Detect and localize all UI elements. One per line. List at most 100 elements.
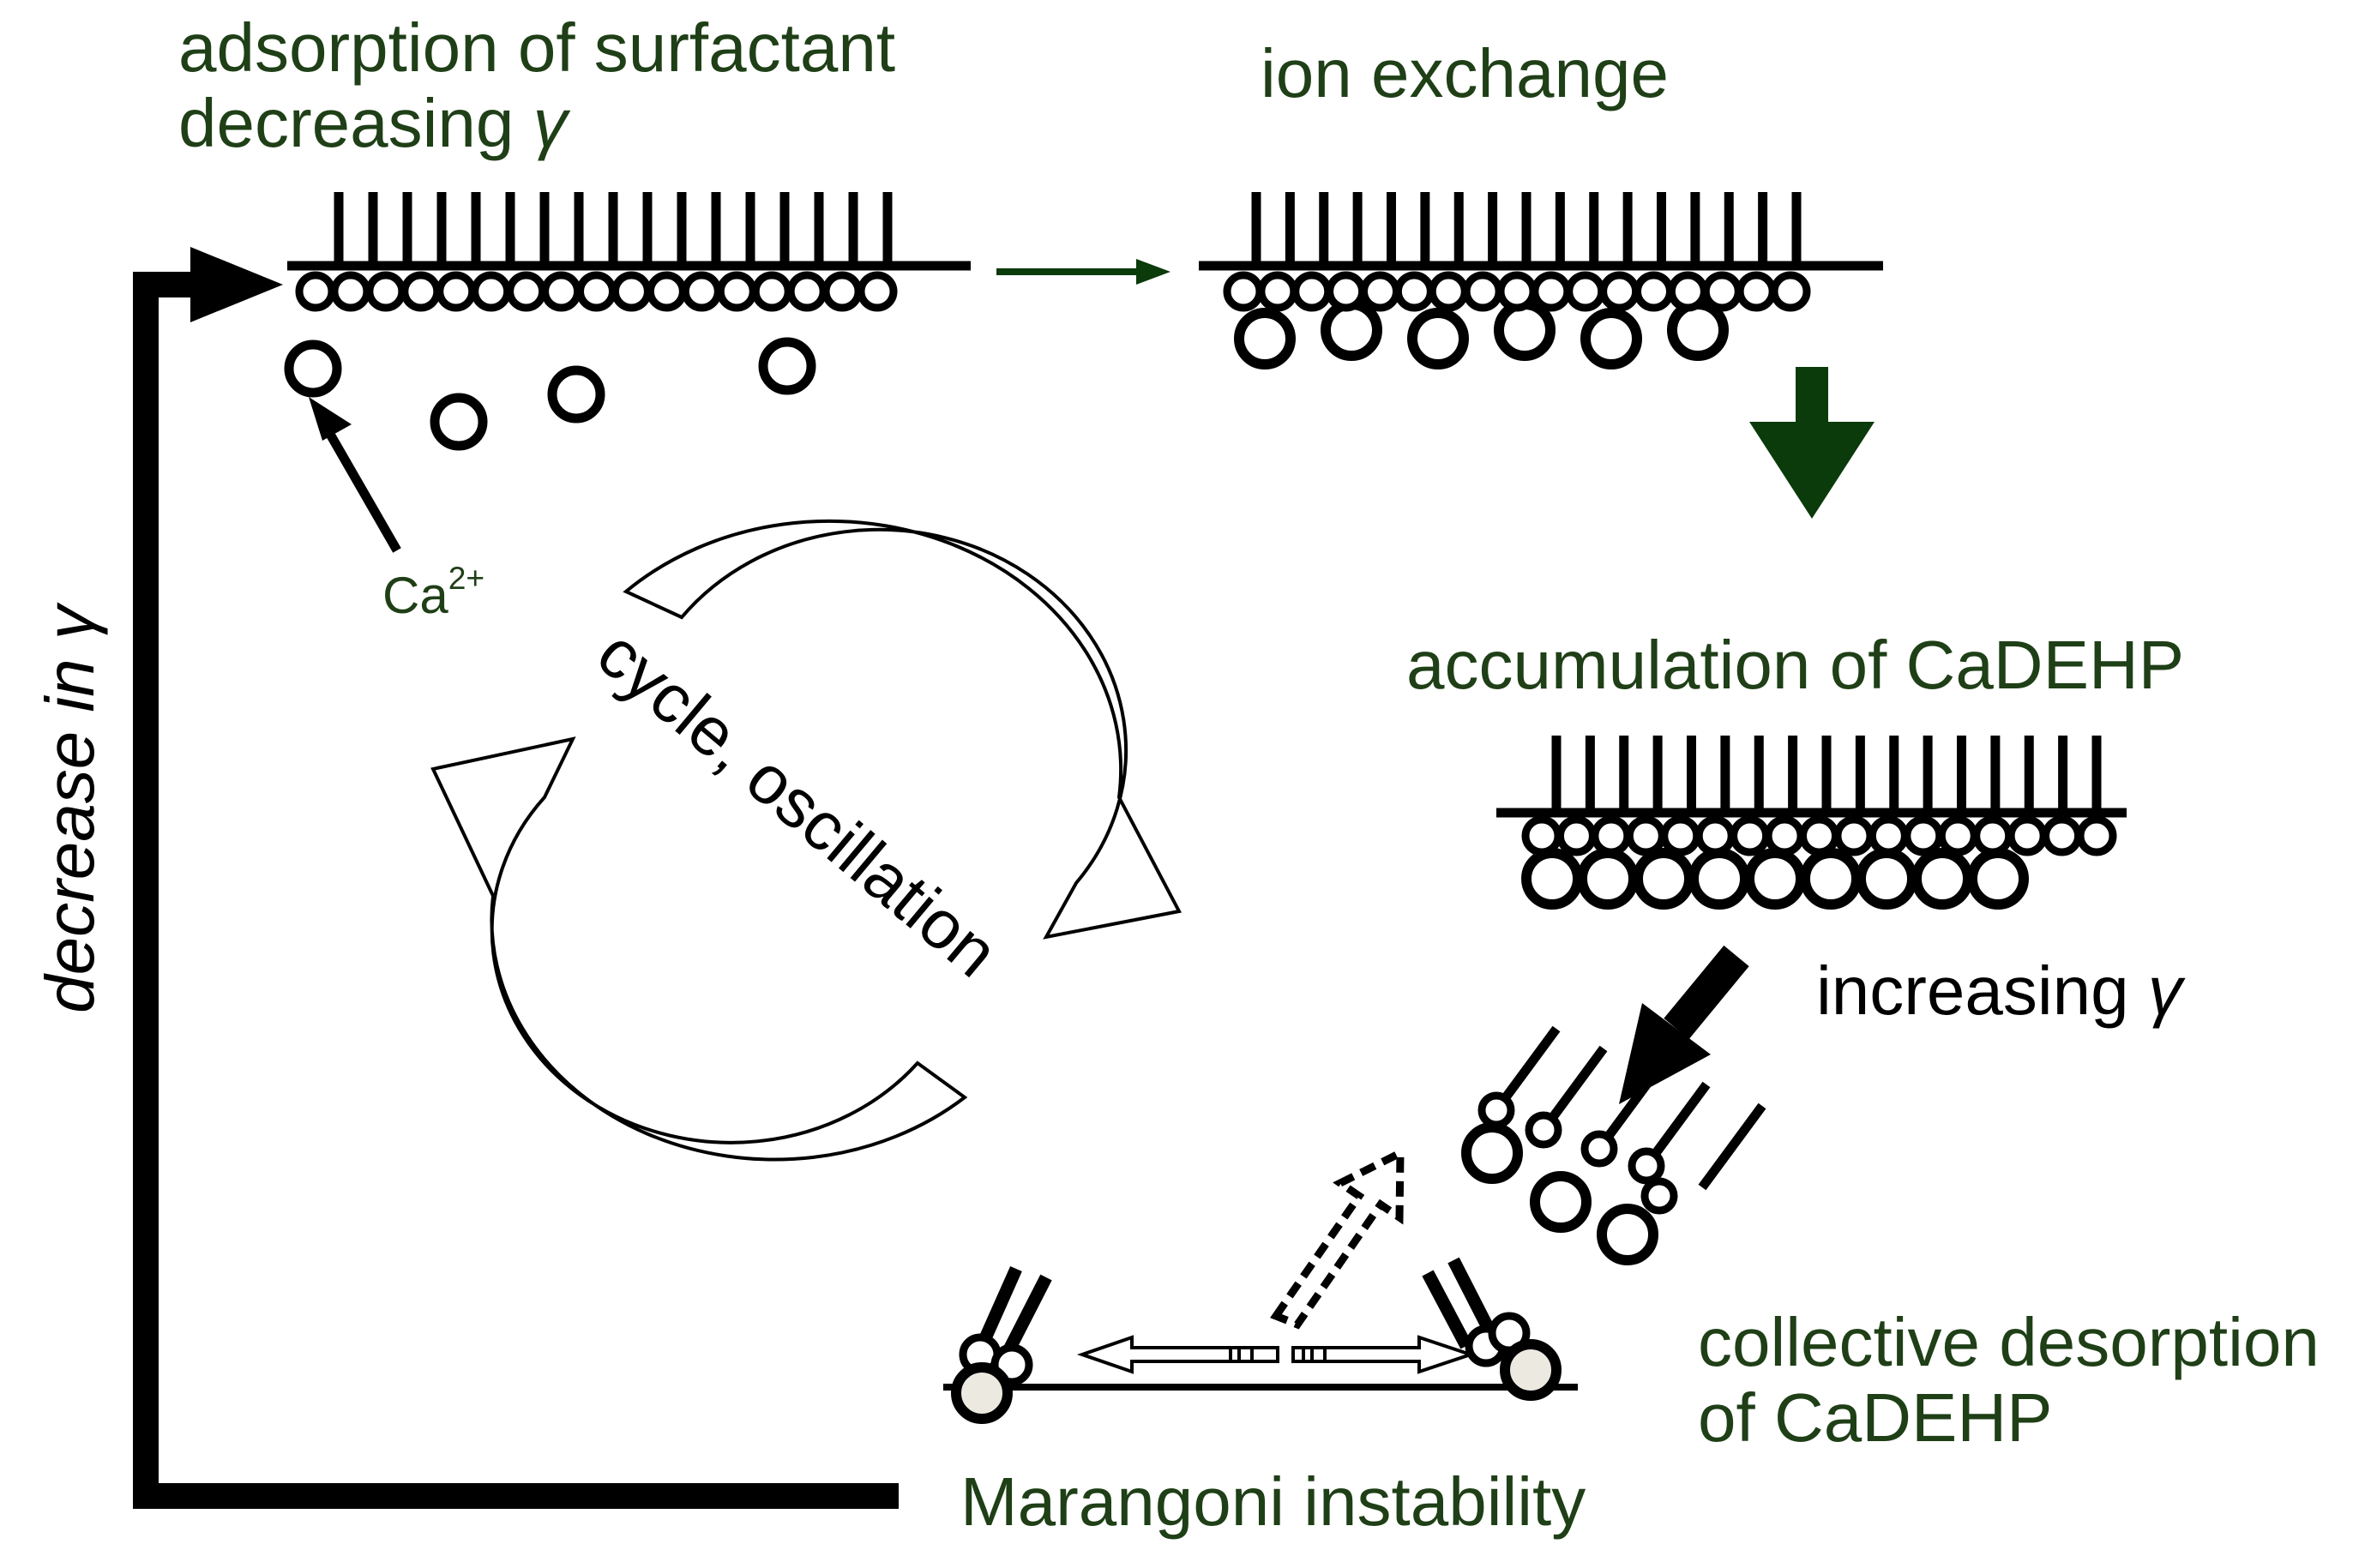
surfactant-head (1393, 271, 1435, 312)
desorbing-calcium (1461, 1122, 1523, 1184)
calcium-ion (430, 393, 488, 451)
surfactant-layer-2 (1199, 192, 1883, 369)
bound-calcium (1494, 299, 1556, 361)
desorbing-tail (1698, 1102, 1766, 1191)
adsorption-line1: adsorption of surfactant (178, 9, 896, 86)
calcium-symbol: Ca (382, 567, 448, 624)
calcium-charge: 2+ (448, 560, 485, 597)
surfactant-layer-3 (1496, 736, 2127, 910)
desorbing-head (1477, 1091, 1515, 1129)
bound-calcium (1321, 299, 1382, 361)
decrease-gamma-label: decrease in γ (32, 605, 108, 1013)
surfactant-head (1972, 815, 2013, 856)
calcium-ion-label: Ca2+ (382, 562, 484, 624)
surfactant-head (681, 271, 722, 312)
surfactant-head (1799, 815, 1839, 856)
desorbing-head (1580, 1130, 1618, 1168)
return-arrow (133, 247, 899, 1509)
surfactant-head (1736, 271, 1777, 312)
adsorption-line2: decreasing (178, 85, 515, 161)
surfactant-head (1462, 271, 1503, 312)
surfactant-head (1833, 815, 1875, 856)
desorbing-calcium (1530, 1171, 1592, 1233)
surfactant-head (576, 271, 617, 312)
surfactant-head (1634, 271, 1674, 312)
increasing-text: increasing (1816, 952, 2129, 1029)
calcium-ion (547, 365, 605, 424)
gamma-symbol: γ (533, 85, 568, 161)
surfactant-head (646, 271, 687, 312)
bound-calcium (1688, 848, 1750, 910)
surfactant-head (1428, 271, 1469, 312)
surfactant-head (471, 271, 512, 312)
surfactant-head (1591, 815, 1632, 856)
surfactant-head (1694, 815, 1736, 856)
desorbing-calcium (1597, 1204, 1658, 1265)
increasing-gamma-label: increasing γ (1816, 953, 2182, 1029)
bound-calcium (1967, 848, 2029, 910)
calcium-ion (758, 337, 816, 395)
surfactant-head (1660, 815, 1701, 856)
surfactant-head (1257, 271, 1298, 312)
surfactant-head (1291, 271, 1333, 312)
bound-calcium (1577, 848, 1639, 910)
surfactant-head (821, 271, 863, 312)
collective-line2: of CaDEHP (1698, 1379, 2053, 1456)
free-calcium-ions (284, 337, 816, 451)
bound-calcium (1633, 848, 1694, 910)
surfactant-head (786, 271, 827, 312)
surfactant-head (2007, 815, 2048, 856)
adsorption-label: adsorption of surfactant decreasing γ (178, 10, 895, 161)
surfactant-layer-1 (287, 192, 971, 312)
bound-calcium (1856, 848, 1917, 910)
surfactant-head (1326, 271, 1367, 312)
surfactant-head (751, 271, 792, 312)
surfactant-head (541, 271, 582, 312)
surfactant-head (1565, 271, 1606, 312)
surfactant-head (857, 271, 898, 312)
calcium-ion (284, 339, 342, 398)
calcium-pointer-arrow (309, 397, 401, 553)
cycle-arrow-top (623, 519, 1182, 940)
surfactant-head (1868, 815, 1909, 856)
bound-calcium (1521, 848, 1583, 910)
surfactant-head (1730, 815, 1771, 856)
surfactant-head (1625, 815, 1666, 856)
marangoni-label: Marangoni instability (960, 1463, 1586, 1540)
surfactant-head (611, 271, 652, 312)
gamma-symbol-3: γ (32, 605, 108, 640)
surfactant-head (1531, 271, 1572, 312)
bound-calcium (1744, 848, 1806, 910)
surfactant-head (436, 271, 477, 312)
adsorption-line2-row: decreasing γ (178, 86, 895, 161)
decrease-text: decrease in (32, 658, 108, 1013)
surfactant-head (1937, 815, 1978, 856)
bound-calcium (1800, 848, 1862, 910)
surfactant-head (1496, 271, 1538, 312)
collective-desorption-label: collective desorption of CaDEHP (1698, 1305, 2320, 1456)
surfactant-head (506, 271, 547, 312)
surfactant-head (1770, 271, 1811, 312)
desorbing-head (1628, 1147, 1665, 1185)
surfactant-head (1667, 271, 1708, 312)
desorbing-head (1525, 1111, 1562, 1149)
desorbing-head (1640, 1177, 1678, 1215)
surfactant-head (400, 271, 442, 312)
surfactant-head (1903, 815, 1944, 856)
gamma-symbol-2: γ (2147, 952, 2182, 1029)
surfactant-head (330, 271, 371, 312)
bound-calcium (1911, 848, 1973, 910)
surfactant-head (716, 271, 757, 312)
surfactant-head (1223, 271, 1264, 312)
surfactant-head (2042, 815, 2083, 856)
collective-line1: collective desorption (1698, 1304, 2320, 1380)
accumulation-label: accumulation of CaDEHP (1406, 627, 2185, 703)
ion-exchange-label: ion exchange (1261, 35, 1669, 111)
surfactant-head (1701, 271, 1742, 312)
surfactant-head (1556, 815, 1597, 856)
marangoni-interface (943, 1257, 1578, 1424)
surfactant-head (365, 271, 406, 312)
surfactant-head (1521, 815, 1562, 856)
